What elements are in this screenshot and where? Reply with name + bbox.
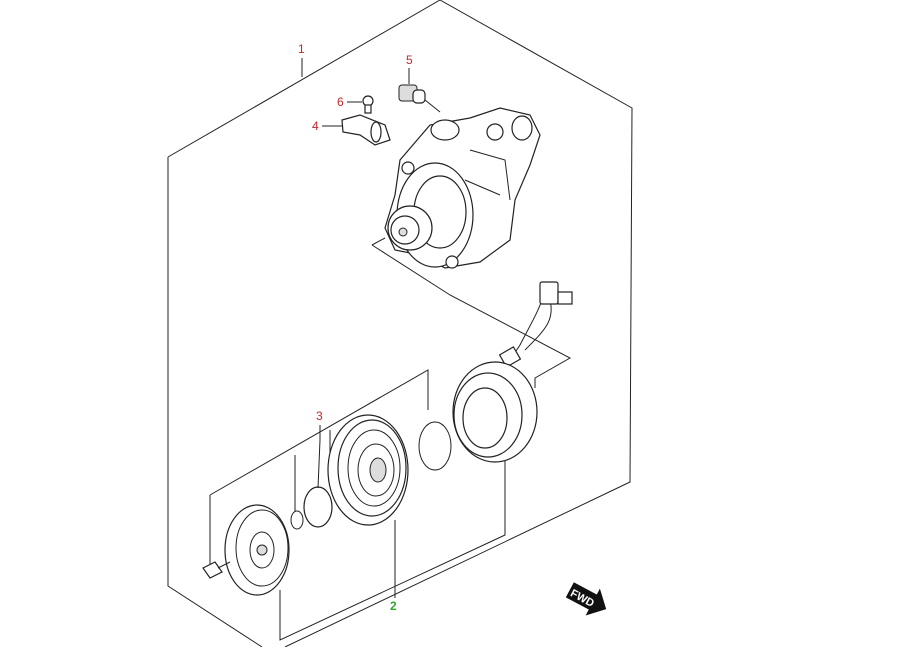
bolt-part-6 xyxy=(362,95,374,114)
callout-1[interactable]: 1 xyxy=(298,42,305,56)
field-coil xyxy=(452,361,538,463)
center-bolt xyxy=(202,561,231,579)
callout-6[interactable]: 6 xyxy=(337,95,344,109)
compressor-bracket-lines xyxy=(371,237,572,388)
compressor-body xyxy=(384,107,541,269)
fwd-arrow-icon: FWD xyxy=(565,582,607,616)
leader-lines xyxy=(301,58,410,598)
callout-3[interactable]: 3 xyxy=(316,409,323,423)
callout-2[interactable]: 2 xyxy=(390,599,397,613)
bracket-part-4 xyxy=(341,114,391,146)
snap-ring xyxy=(418,421,452,471)
assembly-frame xyxy=(167,0,633,647)
relief-valve-part-5 xyxy=(398,84,441,113)
pulley-part-2 xyxy=(327,414,409,526)
armature-plate xyxy=(224,504,290,596)
wire-harness xyxy=(498,281,573,368)
callout-5[interactable]: 5 xyxy=(406,53,413,67)
retainer-part-3 xyxy=(290,486,333,530)
fwd-label: FWD xyxy=(568,587,596,609)
callout-4[interactable]: 4 xyxy=(312,119,319,133)
